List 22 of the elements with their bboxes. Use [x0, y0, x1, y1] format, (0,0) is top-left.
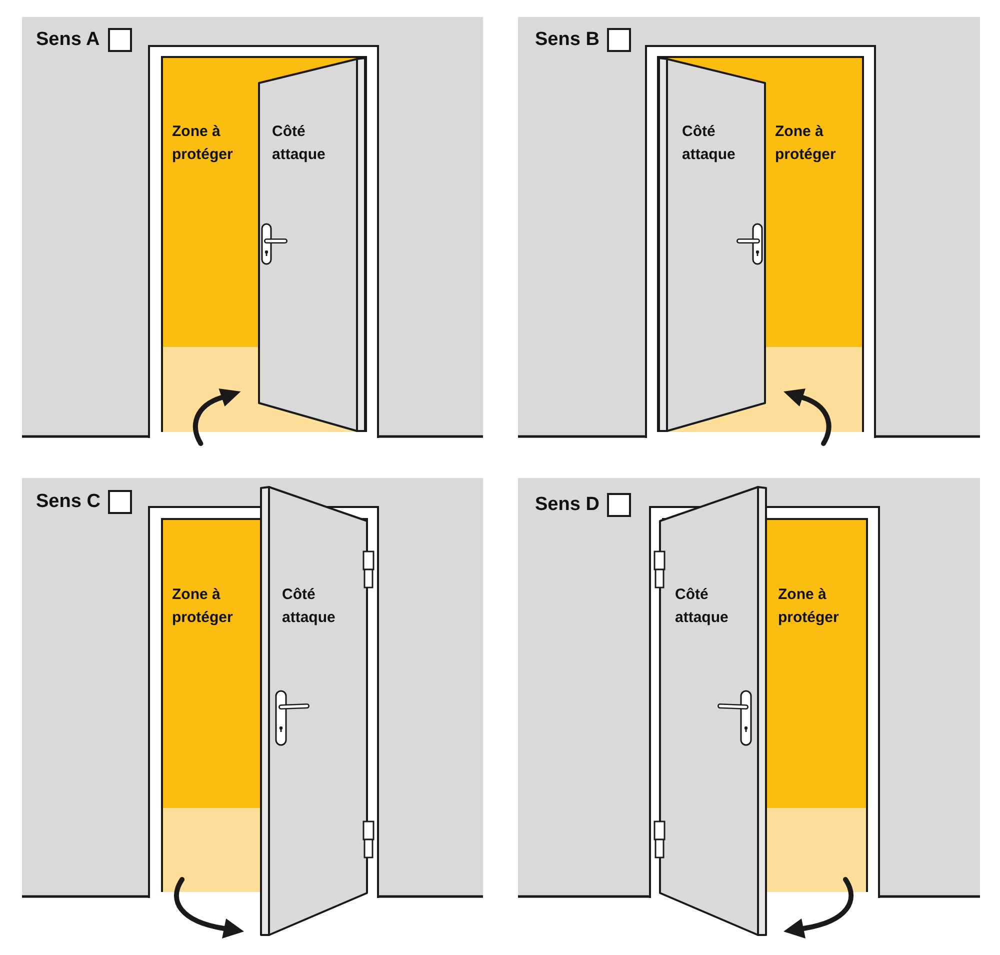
zone-label: Zone à protéger	[778, 585, 840, 628]
zone-label: Zone à protéger	[172, 585, 234, 628]
wall-panel	[518, 17, 980, 438]
wall-panel	[22, 17, 483, 438]
option-label: Sens D	[535, 493, 600, 517]
option-label: Sens B	[535, 28, 600, 52]
door-label: Côté attaque	[282, 585, 336, 628]
door	[259, 485, 375, 937]
protected-zone	[766, 519, 867, 892]
option-label: Sens C	[36, 490, 100, 514]
door-label: Côté attaque	[272, 122, 326, 165]
protected-zone	[162, 519, 262, 892]
zone-label: Zone à protéger	[775, 122, 837, 165]
door	[652, 485, 768, 937]
protected-zone	[162, 57, 366, 432]
door	[258, 57, 366, 432]
option-label: Sens A	[36, 28, 100, 52]
zone-label: Zone à protéger	[172, 122, 234, 165]
door-label: Côté attaque	[682, 122, 736, 165]
protected-zone	[658, 57, 863, 432]
door	[658, 57, 766, 432]
door-label: Côté attaque	[675, 585, 730, 628]
